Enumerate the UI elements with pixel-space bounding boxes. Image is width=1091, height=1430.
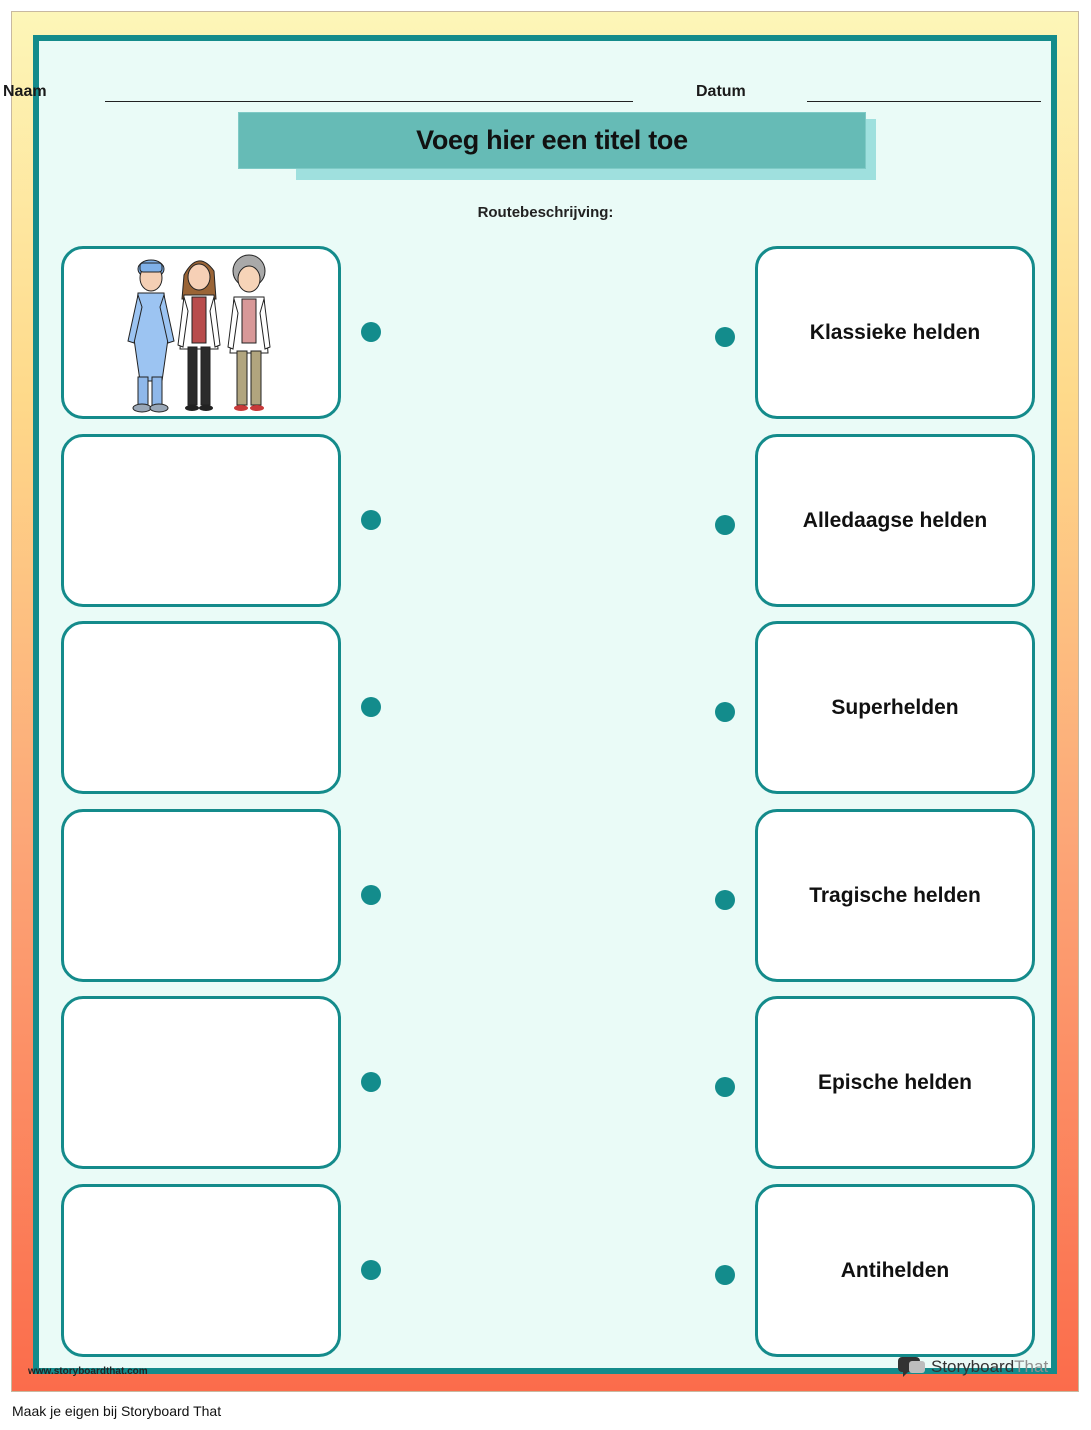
left-connector-dot[interactable] bbox=[361, 1260, 381, 1280]
worksheet-title[interactable]: Voeg hier een titel toe bbox=[238, 112, 866, 169]
left-connector-dot[interactable] bbox=[361, 322, 381, 342]
watermark-url: www.storyboardthat.com bbox=[28, 1366, 148, 1377]
right-connector-dot[interactable] bbox=[715, 702, 735, 722]
date-label: Datum bbox=[696, 83, 746, 100]
right-box-label[interactable]: Klassieke helden bbox=[755, 246, 1035, 419]
right-box-label[interactable]: Tragische helden bbox=[755, 809, 1035, 982]
footer-link[interactable]: Maak je eigen bij Storyboard That bbox=[12, 1403, 222, 1419]
left-box-5[interactable] bbox=[61, 996, 341, 1169]
right-box-label[interactable]: Alledaagse helden bbox=[755, 434, 1035, 607]
left-box-1[interactable] bbox=[61, 246, 341, 419]
directions-label: Routebeschrijving: bbox=[477, 204, 614, 221]
name-label: Naam bbox=[3, 83, 47, 100]
doctor-woman-figure bbox=[177, 260, 221, 411]
left-connector-dot[interactable] bbox=[361, 510, 381, 530]
right-connector-dot[interactable] bbox=[715, 890, 735, 910]
surgeon-figure bbox=[127, 259, 175, 413]
right-box-label[interactable]: Antihelden bbox=[755, 1184, 1035, 1357]
speech-bubble-icon bbox=[898, 1357, 925, 1377]
right-connector-dot[interactable] bbox=[715, 515, 735, 535]
right-connector-dot[interactable] bbox=[715, 1265, 735, 1285]
medical-team-illustration bbox=[127, 254, 271, 413]
left-connector-dot[interactable] bbox=[361, 1072, 381, 1092]
left-box-3[interactable] bbox=[61, 621, 341, 794]
right-box-label[interactable]: Epische helden bbox=[755, 996, 1035, 1169]
brand-part1: Storyboard bbox=[931, 1357, 1015, 1376]
left-box-6[interactable] bbox=[61, 1184, 341, 1357]
right-connector-dot[interactable] bbox=[715, 327, 735, 347]
right-box-label[interactable]: Superhelden bbox=[755, 621, 1035, 794]
right-connector-dot[interactable] bbox=[715, 1077, 735, 1097]
left-box-4[interactable] bbox=[61, 809, 341, 982]
left-connector-dot[interactable] bbox=[361, 697, 381, 717]
date-field-line[interactable] bbox=[807, 101, 1041, 102]
storyboardthat-logo: StoryboardThat bbox=[897, 1356, 1048, 1378]
brand-part2: That bbox=[1014, 1357, 1049, 1376]
left-connector-dot[interactable] bbox=[361, 885, 381, 905]
doctor-elder-figure bbox=[227, 254, 271, 411]
name-field-line[interactable] bbox=[105, 101, 633, 102]
left-box-2[interactable] bbox=[61, 434, 341, 607]
